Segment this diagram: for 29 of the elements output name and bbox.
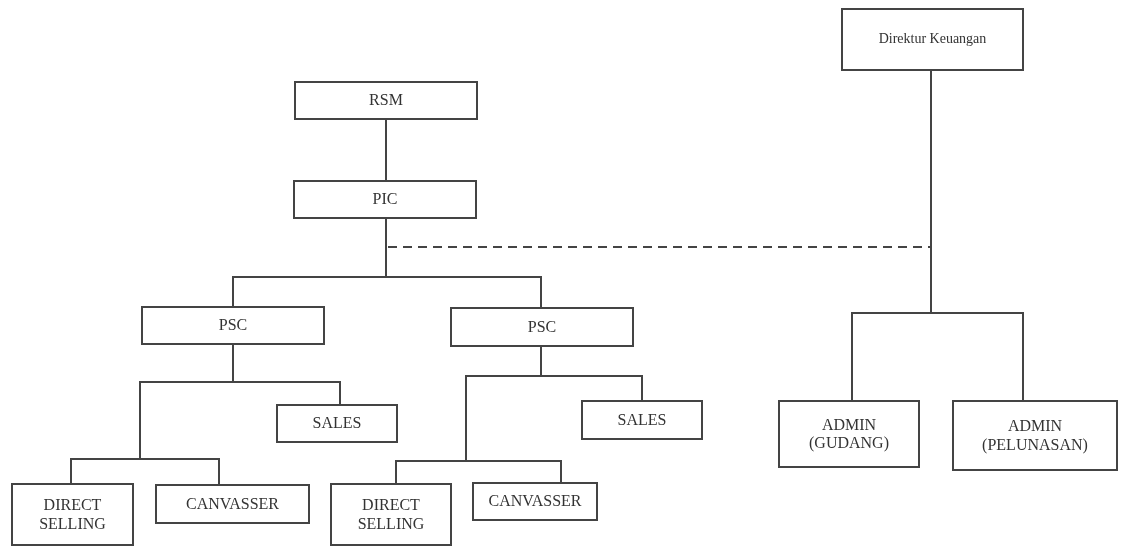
org-box (330, 483, 452, 546)
role-title: PSC (527, 317, 557, 337)
role-title: CANVASSER (185, 494, 280, 514)
role-title: SALES (617, 410, 667, 430)
org-box (293, 180, 477, 219)
org-box (472, 482, 598, 521)
role-title: DIRECT SELLING (38, 496, 107, 533)
org-box (952, 400, 1118, 471)
org-box (276, 404, 398, 443)
org-box (141, 306, 325, 345)
connector-line (385, 119, 387, 181)
org-box (11, 483, 134, 546)
role-title: ADMIN (GUDANG) (808, 415, 890, 453)
connector-line (465, 346, 562, 483)
role-title: ADMIN (PELUNASAN) (981, 417, 1089, 454)
org-box (581, 400, 703, 440)
org-box (450, 307, 634, 347)
role-title: PSC (218, 316, 248, 335)
connector-line (139, 344, 234, 485)
org-box (778, 400, 920, 468)
org-box (294, 81, 478, 120)
org-box (155, 484, 310, 524)
org-box (841, 8, 1024, 71)
role-title: PIC (372, 190, 398, 209)
role-title: SALES (312, 414, 362, 433)
role-title: RSM (369, 91, 403, 110)
role-title: Direktur Keuangan (878, 31, 987, 48)
role-title: DIRECT SELLING (356, 496, 426, 533)
role-title: CANVASSER (488, 492, 582, 511)
